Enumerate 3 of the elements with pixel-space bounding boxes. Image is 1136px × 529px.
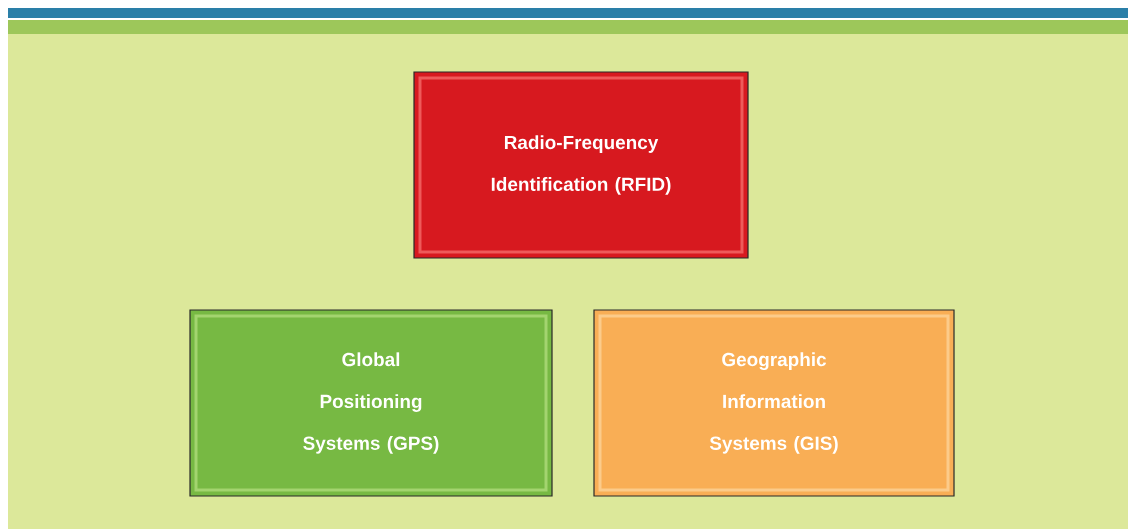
process-box: Radio-Frequency Identification (RFID) — [413, 71, 749, 259]
process-box: Global Positioning Systems (GPS) — [189, 309, 553, 497]
process-box: Geographic Information Systems (GIS) — [593, 309, 955, 497]
